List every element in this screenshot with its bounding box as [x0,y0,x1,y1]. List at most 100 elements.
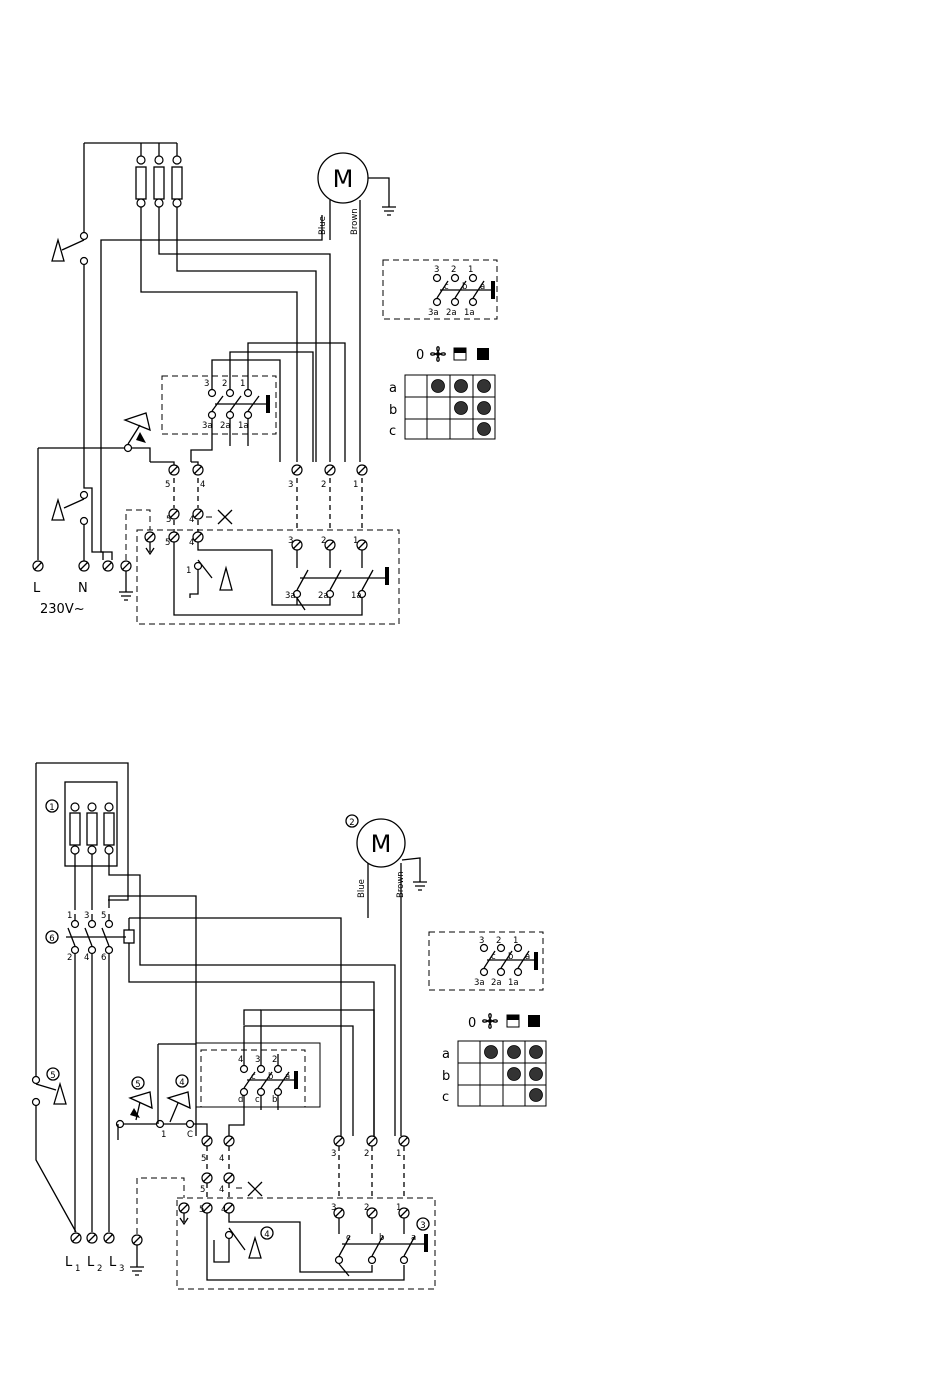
legend-bottom-3a: 3a [428,308,439,318]
diagram-2: 1 6 1 3 5 2 4 6 2 [33,763,547,1289]
callout-5b: 5 [135,1080,140,1090]
wire-blue-label: Blue [318,216,328,235]
relay-bottom-2: 2 [67,953,72,963]
t2row1-5: 5 [201,1154,206,1164]
legend2-pole-c: c [491,952,496,962]
fan-icon [431,347,446,362]
term1-3: 3 [288,480,293,490]
control-box-2: 4 3 5 4 3 2 1 c b a [137,1178,435,1289]
selector-bottom-3a: 3a [202,421,213,431]
control-box-1: 1 3 2 1 5 4 3a 2a 1a [126,510,399,624]
supply-L1: L [65,1255,73,1270]
mode-table-2: 0 a b c [442,1014,546,1106]
fan-icon-2 [483,1014,498,1029]
supply-L2: L [87,1255,95,1270]
thermo-label-C: C [187,1130,193,1140]
legend2-pole-a: a [525,952,530,962]
supply-terminals-1: L N 230V~ [33,525,133,617]
full-heat-icon [477,348,489,360]
term3-2: 2 [321,536,326,546]
t2box-3: 3 [331,1203,336,1213]
t2box-4: 4 [221,1205,226,1215]
term3-1: 1 [353,536,358,546]
terminals-row-2: 5 4 3 2 1 5 4 [200,1136,409,1200]
supply-voltage: 230V~ [40,602,85,617]
legend-switch-1: 3 2 1 c b a 3a 2a 1a [383,260,497,319]
row2-b-label: b [442,1069,450,1084]
supply-L1-sub: 1 [75,1264,80,1274]
legend-pole-a: a [480,282,485,292]
selector-top-3: 3 [204,379,209,389]
heater-elements-2: 1 [46,782,395,1136]
ctrl2-pole-c: c [346,1233,351,1243]
relay-top-3: 3 [84,911,89,921]
sel2-top-2: 2 [272,1055,277,1065]
ctrl2-pole-a: a [411,1233,416,1243]
term1-2: 2 [321,480,326,490]
callout-3: 3 [420,1221,425,1231]
pressure-switch-1 [52,492,88,525]
term3-4: 4 [189,538,194,548]
callout-2: 2 [349,818,354,828]
callout-4b: 4 [179,1078,184,1088]
callout-4c: 4 [264,1230,269,1240]
wire2-brown-label: Brown [396,871,406,898]
legend-top-1: 1 [468,265,473,275]
supply-L3-sub: 3 [119,1264,124,1274]
supply-terminals-2: L 1 L 2 L 3 [65,1233,144,1275]
door-switch-top [52,233,88,265]
legend-bottom-2a: 2a [446,308,457,318]
terminals-row-1b: 5 4 [166,509,232,532]
row-b-label: b [389,403,397,418]
callout-6: 6 [49,934,54,944]
ctrl-bottom-1a: 1a [351,591,362,601]
supply-L: L [33,581,41,596]
term3-3: 3 [288,536,293,546]
selector-top-2: 2 [222,379,227,389]
sel2-top-4: 4 [238,1055,243,1065]
mode-table-1: 0 a b c [389,347,495,439]
diagram-1: M Blue Brown 3 2 1 c b a 3a 2a 1a 0 [33,143,497,624]
legend-top-2: 2 [451,265,456,275]
legend-pole-b: b [462,282,467,292]
ctrl-bottom-2a: 2a [318,591,329,601]
t2box-2: 2 [364,1203,369,1213]
legend2-bottom-1a: 1a [508,978,519,988]
t2row2-4: 4 [219,1185,224,1195]
motor-2: 2 M Blue Brown [346,815,427,1136]
legend2-bottom-3a: 3a [474,978,485,988]
mode2-off-label: 0 [468,1016,476,1031]
relay-top-5: 5 [101,911,106,921]
sel2-pole-b: b [268,1072,273,1082]
thermostats-2: 5 4 1 C [117,1044,208,1140]
term1-5: 5 [165,480,170,490]
heater-elements [84,143,182,207]
sel2-bottom-c: c [255,1095,260,1105]
t2box-5: 5 [199,1205,204,1215]
sel2-pole-a: a [285,1072,290,1082]
term2-5: 5 [166,515,171,525]
legend-switch-2: 3 2 1 c b a 3a 2a 1a [429,932,543,990]
t2row1-4: 4 [219,1154,224,1164]
sel2-top-3: 3 [255,1055,260,1065]
full-heat-icon-2 [528,1015,540,1027]
ctrl-bottom-3a: 3a [285,591,296,601]
half-heat-icon-2 [507,1015,519,1027]
half-heat-icon [454,348,466,360]
legend2-top-3: 3 [479,936,484,946]
legend2-pole-b: b [508,952,513,962]
t2row1-1: 1 [396,1149,401,1159]
legend-bottom-1a: 1a [464,308,475,318]
callout-5a: 5 [50,1071,55,1081]
term1-1: 1 [353,480,358,490]
relay-bottom-6: 6 [101,953,106,963]
selector-bottom-1a: 1a [238,421,249,431]
term3-5: 5 [165,538,170,548]
supply-L3: L [109,1255,117,1270]
legend-pole-c: c [444,282,449,292]
callout-1: 1 [49,803,54,813]
row2-c-label: c [442,1090,449,1105]
t2row1-3: 3 [331,1149,336,1159]
term2-4: 4 [189,515,194,525]
motor-label: M [333,165,354,193]
